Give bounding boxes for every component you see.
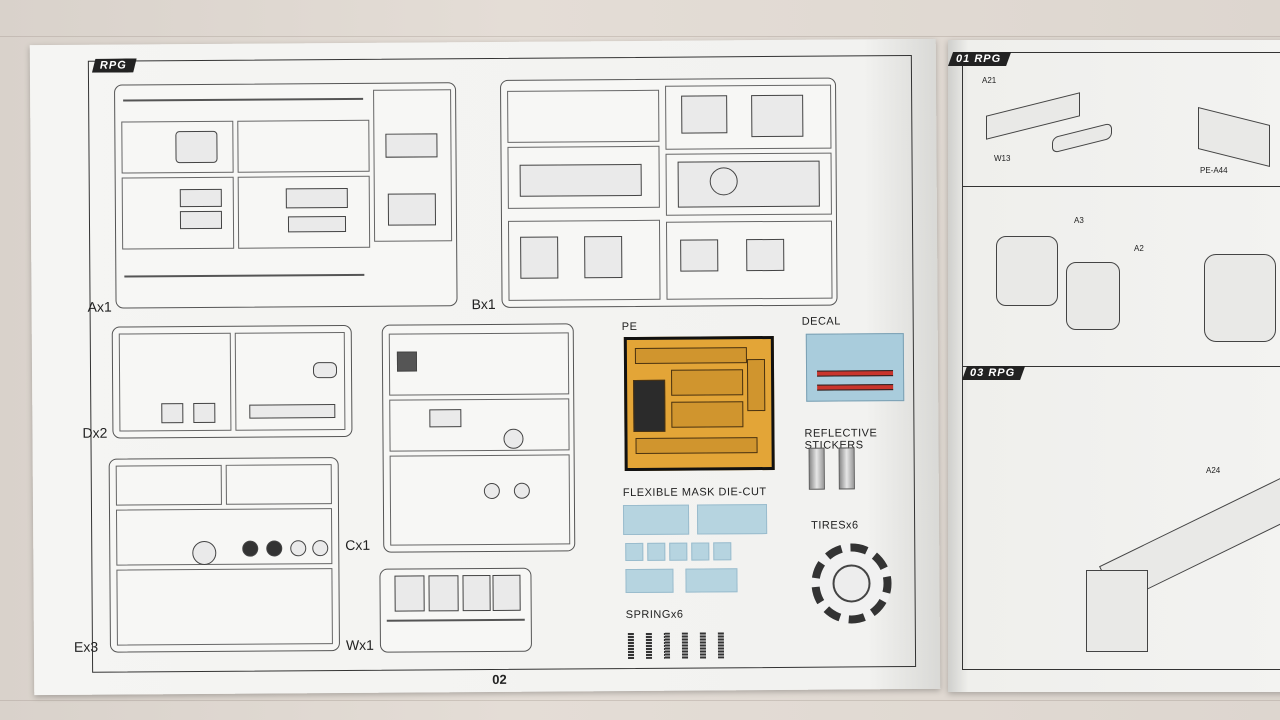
mask-piece bbox=[691, 542, 710, 561]
sprue-dx2 bbox=[111, 324, 353, 439]
mask-piece bbox=[625, 568, 674, 594]
part-assembly bbox=[1204, 254, 1276, 342]
sprue-ax1 bbox=[114, 82, 458, 309]
sprue-wx1 bbox=[379, 567, 532, 653]
mask-piece bbox=[696, 504, 768, 535]
sprue-bx1 bbox=[499, 77, 838, 308]
mask-piece bbox=[669, 542, 688, 561]
spring bbox=[717, 632, 725, 659]
wood-plank-line bbox=[0, 700, 1280, 701]
photo-etch-sheet bbox=[623, 335, 775, 472]
part-a2 bbox=[1066, 262, 1120, 330]
page-number: 02 bbox=[492, 671, 507, 687]
sprue-label-dx2: Dx2 bbox=[82, 424, 108, 441]
mask-piece bbox=[625, 542, 644, 562]
part-label: W13 bbox=[994, 154, 1011, 163]
spring bbox=[699, 632, 707, 659]
wood-plank-line bbox=[0, 36, 1280, 37]
sprue-ex3 bbox=[108, 457, 340, 653]
mask-piece bbox=[647, 542, 666, 561]
instruction-page-left: RPG Ax1 Bx1 bbox=[29, 38, 941, 696]
part-label: A3 bbox=[1074, 216, 1084, 225]
sprue-label-wx1: Wx1 bbox=[345, 636, 374, 653]
step-divider bbox=[962, 366, 1280, 367]
decal-sheet bbox=[805, 333, 905, 402]
part-label: A2 bbox=[1134, 244, 1144, 253]
sprue-label-bx1: Bx1 bbox=[471, 295, 496, 313]
spring bbox=[663, 632, 671, 659]
sprue-label-ax1: Ax1 bbox=[87, 298, 112, 315]
mask-piece bbox=[713, 542, 732, 561]
reflective-sticker bbox=[808, 447, 825, 490]
part-a24-bracket bbox=[1086, 570, 1148, 652]
page-frame bbox=[962, 52, 1280, 670]
sprue-label-cx1: Cx1 bbox=[345, 536, 371, 553]
brand-logo: RPG bbox=[92, 58, 137, 72]
sprue-cx1 bbox=[381, 323, 576, 553]
decal-title: DECAL bbox=[801, 315, 841, 328]
part-label: A21 bbox=[982, 76, 997, 85]
reflective-sticker bbox=[838, 447, 855, 490]
mask-piece bbox=[622, 504, 690, 536]
mask-piece bbox=[685, 568, 738, 593]
pe-title: PE bbox=[621, 320, 638, 334]
tires-title: TIRESx6 bbox=[811, 519, 859, 532]
spring bbox=[645, 632, 653, 659]
sprue-label-ex3: Ex3 bbox=[73, 638, 99, 655]
spring bbox=[681, 632, 689, 659]
part-label: A24 bbox=[1206, 466, 1221, 475]
spring-title: SPRINGx6 bbox=[625, 608, 684, 622]
part-a3 bbox=[996, 236, 1058, 306]
instruction-page-right: 01 RPG 03 RPG A21 W13 PE-A44 A3 A2 A24 bbox=[948, 40, 1280, 692]
mask-title: FLEXIBLE MASK DIE-CUT bbox=[622, 486, 767, 500]
spring bbox=[627, 632, 635, 660]
step-number: 01 RPG bbox=[948, 52, 1012, 66]
step-divider bbox=[962, 186, 1280, 187]
step-number: 03 RPG bbox=[962, 366, 1026, 380]
tire bbox=[811, 543, 892, 624]
part-label: PE-A44 bbox=[1200, 166, 1228, 175]
